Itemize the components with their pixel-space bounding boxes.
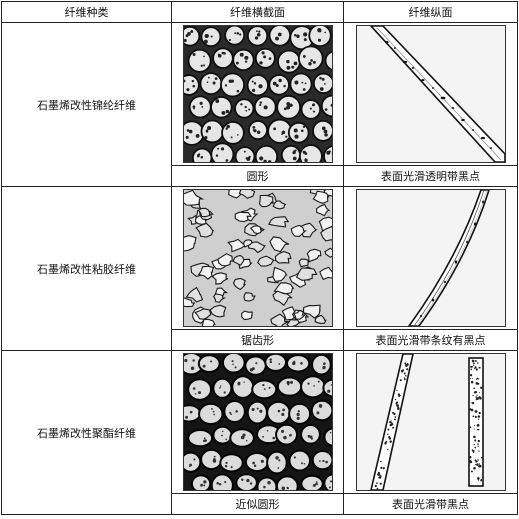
longitudinal-image-cell bbox=[343, 22, 518, 166]
header-fiber-type: 纤维种类 bbox=[1, 1, 172, 23]
nylon-cross-section-micrograph bbox=[182, 25, 333, 163]
table-row: 石墨烯改性锦纶纤维 bbox=[1, 22, 518, 187]
fiber-name-polyester: 石墨烯改性聚酯纤维 bbox=[1, 350, 172, 515]
longitudinal-caption: 表面光滑带黑点 bbox=[343, 493, 518, 515]
cross-section-image-cell bbox=[171, 350, 344, 494]
cross-section-image-cell bbox=[171, 186, 344, 330]
viscose-cross-section-micrograph bbox=[182, 189, 333, 327]
viscose-longitudinal-micrograph bbox=[355, 189, 506, 327]
longitudinal-caption: 表面光滑透明带黑点 bbox=[343, 165, 518, 187]
longitudinal-caption: 表面光滑带条纹有黑点 bbox=[343, 329, 518, 351]
longitudinal-image-cell bbox=[343, 186, 518, 330]
header-longitudinal: 纤维纵面 bbox=[343, 1, 518, 23]
nylon-longitudinal-micrograph bbox=[355, 25, 506, 163]
table-row: 石墨烯改性粘胶纤维 bbox=[1, 186, 518, 351]
table-row: 石墨烯改性聚酯纤维 bbox=[1, 350, 518, 515]
fiber-name-nylon: 石墨烯改性锦纶纤维 bbox=[1, 22, 172, 187]
polyester-longitudinal-micrograph bbox=[355, 353, 506, 491]
header-cross-section: 纤维横截面 bbox=[171, 1, 344, 23]
cross-section-image-cell bbox=[171, 22, 344, 166]
cross-section-caption: 圆形 bbox=[171, 165, 344, 187]
caption-row: 近似圆形 表面光滑带黑点 bbox=[2, 493, 518, 515]
fiber-name-viscose: 石墨烯改性粘胶纤维 bbox=[1, 186, 172, 351]
table-header-row: 纤维种类 纤维横截面 纤维纵面 bbox=[1, 1, 518, 23]
cross-section-caption: 近似圆形 bbox=[171, 493, 344, 515]
polyester-cross-section-micrograph bbox=[182, 353, 333, 491]
longitudinal-image-cell bbox=[343, 350, 518, 494]
caption-row: 锯齿形 表面光滑带条纹有黑点 bbox=[2, 329, 518, 351]
caption-row: 圆形 表面光滑透明带黑点 bbox=[2, 165, 518, 187]
cross-section-caption: 锯齿形 bbox=[171, 329, 344, 351]
